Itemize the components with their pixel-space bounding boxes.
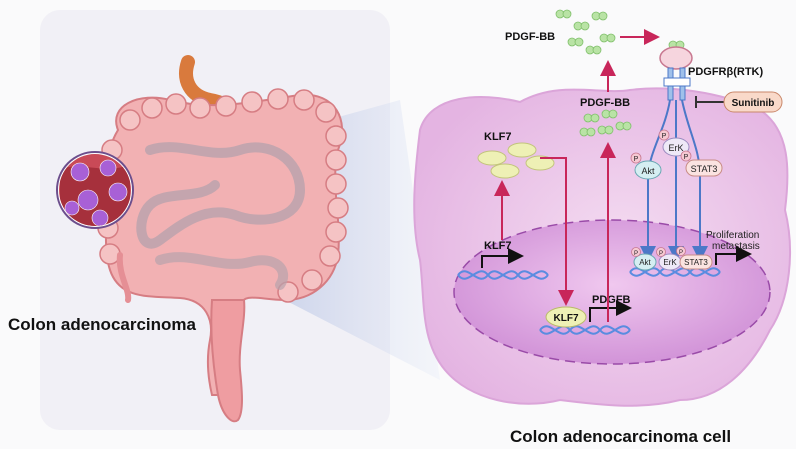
pdgf-bb-extracellular-label: PDGF-BB xyxy=(505,31,555,43)
klf7-cyto-label: KLF7 xyxy=(484,131,512,143)
klf7-cytoplasm-proteins xyxy=(477,142,555,179)
klf7-nuclear-entry-arrow xyxy=(540,157,574,306)
klf7-protein-bound xyxy=(545,306,587,328)
pdgfb-promoter-arrow xyxy=(589,300,632,322)
stat3-label: STAT3 xyxy=(691,164,718,174)
cyto-akt xyxy=(630,152,662,180)
stat3-phospho: P xyxy=(684,154,689,161)
stat3-nuclear-phospho: P xyxy=(679,250,683,256)
sunitinib-label: Sunitinib xyxy=(732,98,775,109)
intestine-coils xyxy=(136,142,306,249)
nuc-erk xyxy=(656,247,682,271)
pdgfb-gene-label: PDGFB xyxy=(592,294,631,306)
erk-label: ErK xyxy=(668,143,683,153)
outcome-metastasis: metastasis xyxy=(712,241,760,252)
erk-phospho: P xyxy=(662,133,667,140)
tumor-magnifier xyxy=(56,151,134,229)
pdgf-bb-extracellular xyxy=(555,9,616,55)
sunitinib-inhibition xyxy=(695,96,724,108)
nuc-akt xyxy=(631,247,657,271)
rectum xyxy=(210,299,246,423)
appendix xyxy=(116,252,132,303)
pdgf-bb-intracellular xyxy=(579,109,632,137)
klf7-gene-label: KLF7 xyxy=(484,240,512,252)
cyto-erk xyxy=(658,129,690,157)
akt-nuclear-phospho: P xyxy=(634,251,638,257)
klf7-protein-label: KLF7 xyxy=(554,313,579,324)
colon-illustration xyxy=(97,55,349,423)
pdgf-bb-intracellular-label: PDGF-BB xyxy=(580,97,630,109)
cyto-stat3 xyxy=(680,150,723,177)
targets-promoter-arrow xyxy=(715,246,752,265)
stat3-nuclear-label: STAT3 xyxy=(684,258,708,267)
akt-phospho: P xyxy=(634,156,639,163)
dna-pdgfb xyxy=(539,325,631,335)
sunitinib-badge xyxy=(723,91,783,113)
outcome-proliferation: Proliferation xyxy=(706,230,759,241)
colon-title: Colon adenocarcinoma xyxy=(8,315,197,334)
cell-title: Colon adenocarcinoma cell xyxy=(510,427,731,446)
receptor-label: PDGFRβ(RTK) xyxy=(688,66,763,78)
nuc-stat3 xyxy=(676,246,713,270)
erk-nuclear-phospho: P xyxy=(659,251,663,257)
klf7-promoter-arrow xyxy=(481,248,524,268)
akt-label: Akt xyxy=(641,166,655,176)
dna-targets xyxy=(629,267,721,277)
akt-nuclear-label: Akt xyxy=(639,258,651,267)
erk-nuclear-label: ErK xyxy=(663,258,677,267)
dna-klf7 xyxy=(457,270,549,280)
